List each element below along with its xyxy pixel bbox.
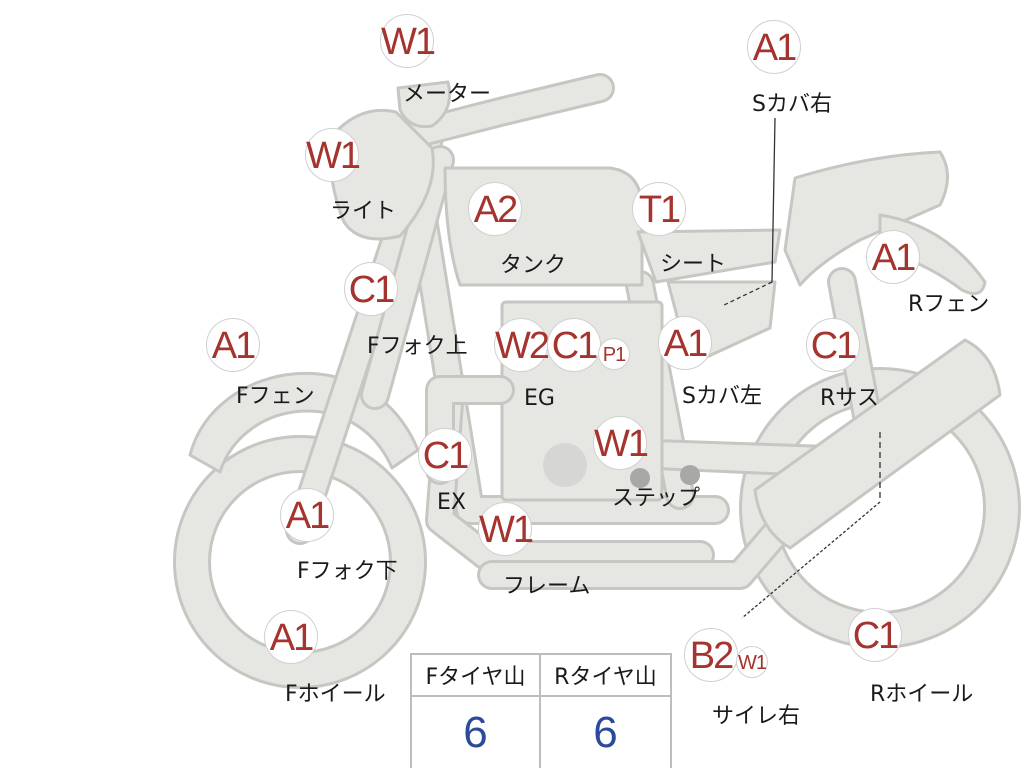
tire-tread-table: Fタイヤ山 Rタイヤ山 6 6 xyxy=(410,653,672,768)
engine-label: EG xyxy=(524,386,555,411)
rear-fender-label: Rフェン xyxy=(908,292,990,317)
front-fork-upper-grade: C1 xyxy=(344,262,398,316)
side-cover-right-grade: A1 xyxy=(747,20,801,74)
step-label: ステップ xyxy=(612,486,701,511)
rear-wheel-label: Rホイール xyxy=(870,682,974,707)
front-fork-lower-grade: A1 xyxy=(280,488,334,542)
rear-suspension-label: Rサス xyxy=(820,386,879,411)
side-cover-left-grade: A1 xyxy=(658,316,712,370)
front-tread-header: Fタイヤ山 xyxy=(412,655,541,697)
seat-shape xyxy=(636,228,782,284)
step-grade: W1 xyxy=(593,416,649,470)
light-label: ライト xyxy=(330,199,397,224)
front-fender-label: Fフェン xyxy=(236,384,315,409)
rear-wheel-grade: C1 xyxy=(848,608,902,662)
seat-grade: T1 xyxy=(632,182,686,236)
front-tread-value: 6 xyxy=(412,697,541,768)
engine-grade-w: W2 xyxy=(494,318,550,372)
muffler-right-grade-b: B2 xyxy=(684,628,738,682)
meter-label: メーター xyxy=(403,82,492,107)
muffler-right-grade-w: W1 xyxy=(736,646,768,678)
front-wheel-shape xyxy=(173,435,427,689)
step-peg-left-shape xyxy=(630,468,650,488)
engine-cover-shape xyxy=(543,443,587,487)
rear-suspension-grade: C1 xyxy=(806,318,860,372)
engine-grade-p: P1 xyxy=(598,338,630,370)
step-peg-right-shape xyxy=(680,465,700,485)
front-wheel-label: Fホイール xyxy=(285,682,386,707)
seat-label: シート xyxy=(660,252,727,277)
meter-shape xyxy=(396,80,452,129)
frame-grade: W1 xyxy=(478,502,534,556)
engine-grade-c: C1 xyxy=(547,318,601,372)
front-fork-lower-label: Fフォク下 xyxy=(297,559,398,584)
front-fork-upper-label: Fフォク上 xyxy=(367,334,468,359)
handlebar-shape xyxy=(395,73,615,150)
exhaust-grade: C1 xyxy=(418,428,472,482)
front-fender-grade: A1 xyxy=(206,318,260,372)
side-cover-right-label: Sカバ右 xyxy=(752,92,832,117)
frame-label: フレーム xyxy=(503,574,591,599)
meter-grade: W1 xyxy=(380,14,436,68)
rear-tread-header: Rタイヤ山 xyxy=(541,655,670,697)
rear-cowl-shape xyxy=(783,150,949,287)
muffler-shape xyxy=(753,338,1002,550)
leader-lines xyxy=(721,117,881,619)
muffler-right-label: サイレ右 xyxy=(712,704,801,729)
tank-grade: A2 xyxy=(468,182,522,236)
rear-tread-value: 6 xyxy=(593,707,618,757)
rear-fender-grade: A1 xyxy=(866,230,920,284)
light-grade: W1 xyxy=(305,128,361,182)
exhaust-label: EX xyxy=(437,490,466,515)
side-cover-left-label: Sカバ左 xyxy=(682,384,762,409)
tank-label: タンク xyxy=(500,253,567,278)
front-wheel-grade: A1 xyxy=(264,610,318,664)
